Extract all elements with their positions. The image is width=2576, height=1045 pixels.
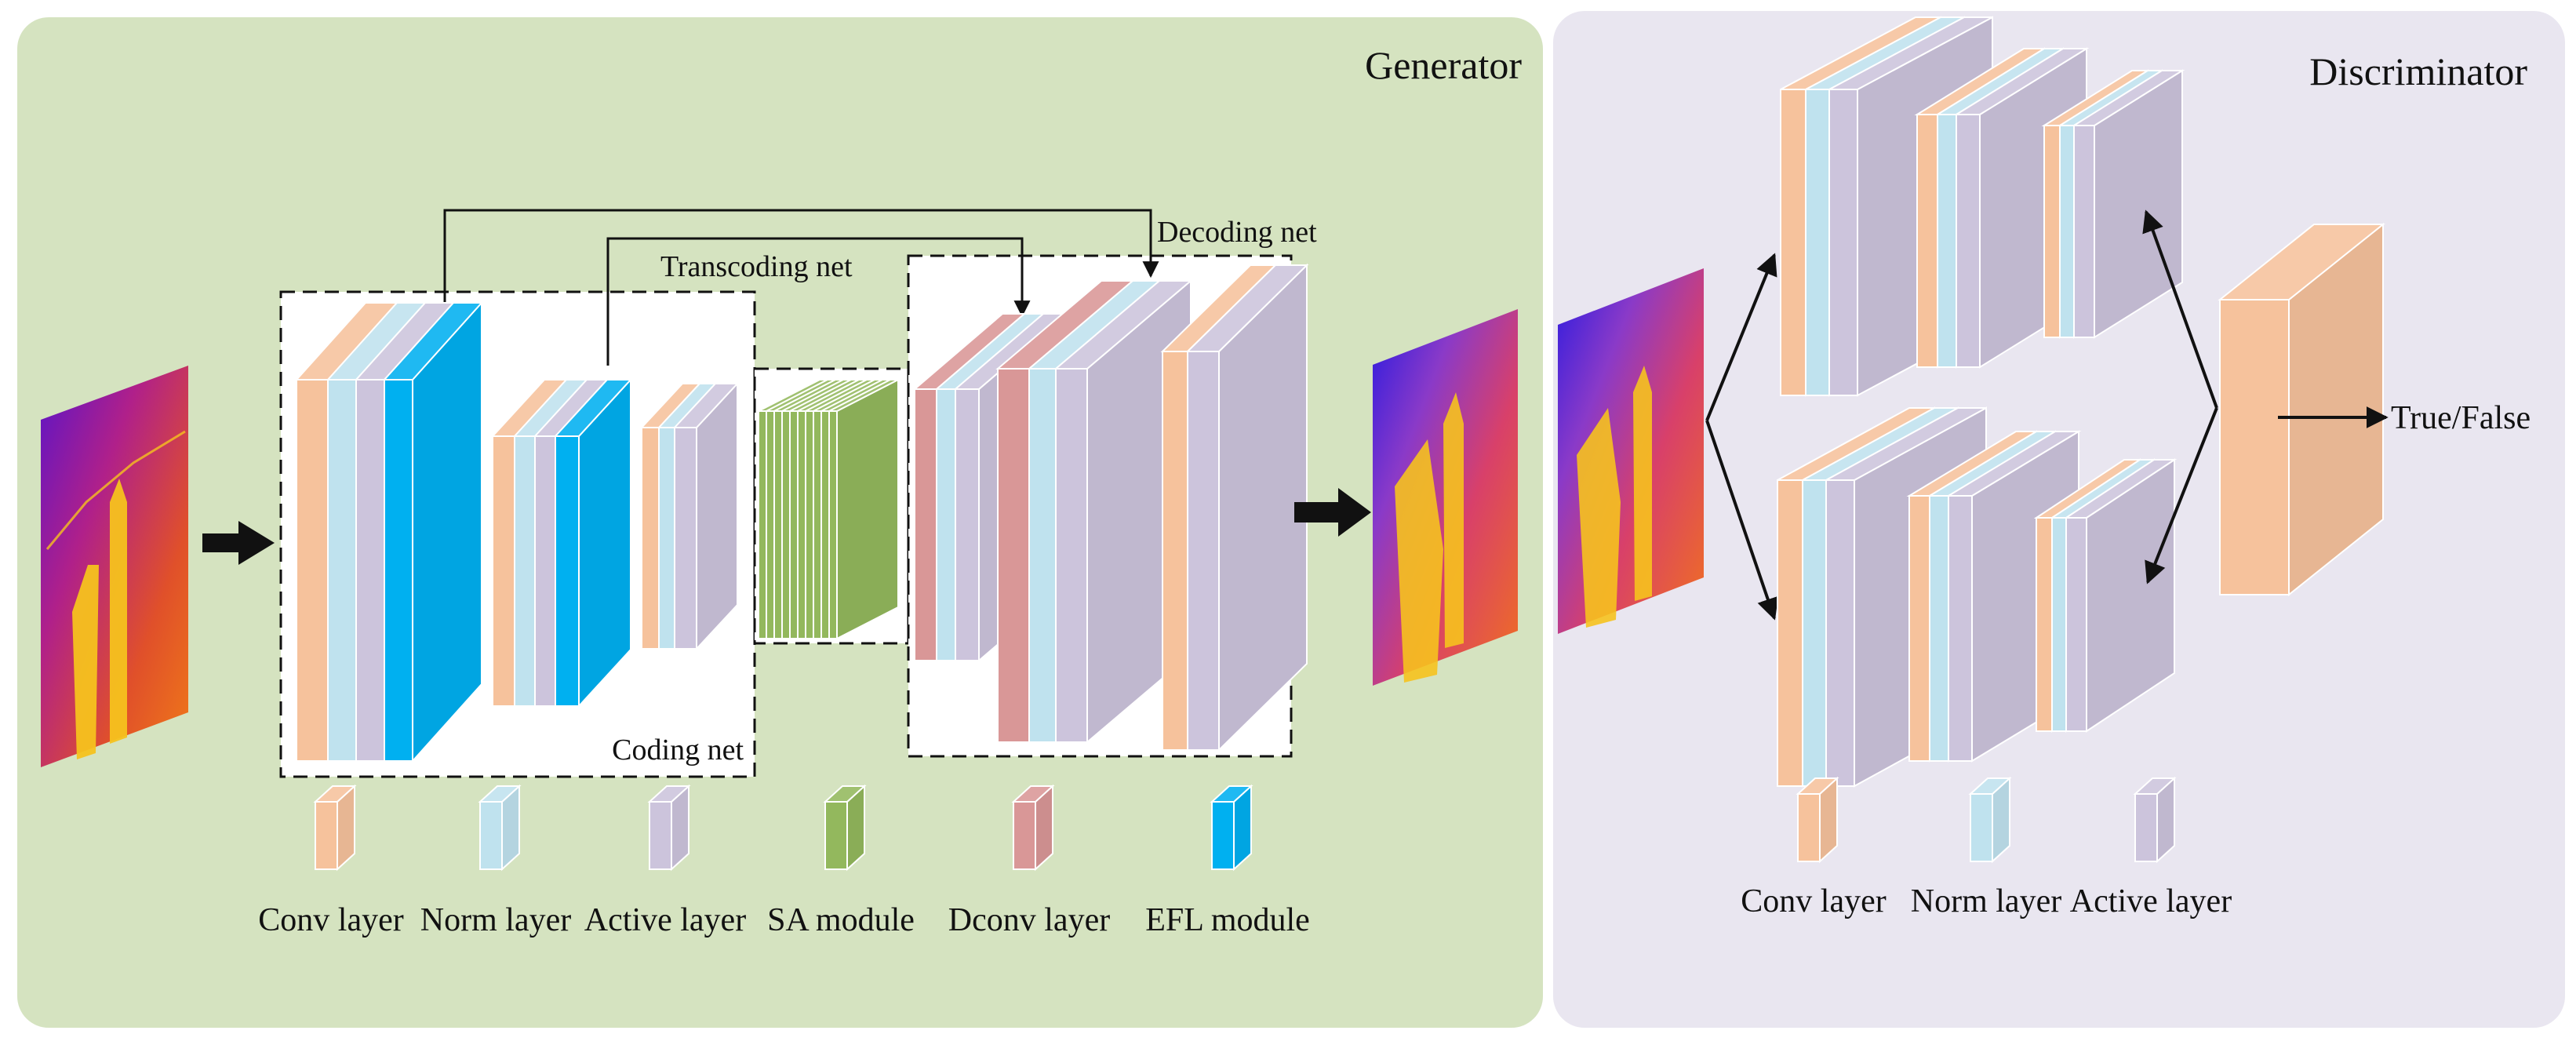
generator-legend-swatch-sa [823, 784, 867, 872]
generator-legend: Conv layer Norm layer Active layer SA modul… [258, 784, 1310, 938]
discriminator-legend-label-norm: Norm layer [1911, 883, 2061, 919]
coding-net-label: Coding net [612, 734, 744, 766]
discriminator-legend-label-conv: Conv layer [1741, 883, 1886, 919]
transcoding-net-label: Transcoding net [660, 250, 853, 283]
generator-legend-label-sa: SA module [767, 902, 915, 938]
coding-block-1 [294, 300, 484, 763]
sa-module-stack-sa-slab-9 [828, 378, 899, 640]
coding-block-2-efl-slab-3 [553, 377, 633, 708]
generator-layers [294, 263, 1309, 763]
generator-legend-swatch-active [647, 784, 691, 872]
skip-connection-inner [606, 237, 1031, 366]
generator-legend-label-active: Active layer [584, 902, 746, 938]
discriminator-legend-label-active: Active layer [2070, 883, 2232, 919]
coding-block-3 [639, 381, 740, 651]
discriminator-input-image [1558, 268, 1704, 634]
generator-legend-label-conv: Conv layer [258, 902, 403, 938]
disc-final-conv-conv-slab-0 [2218, 222, 2385, 597]
generator-title: Generator [1365, 43, 1522, 87]
input-thermal-image [41, 366, 188, 767]
decoding-net-label: Decoding net [1157, 216, 1317, 249]
discriminator-legend-swatch-active [2133, 776, 2177, 864]
generator-legend-label-efl: EFL module [1145, 902, 1310, 938]
disc-final-conv [2218, 222, 2385, 597]
generator-legend-label-norm: Norm layer [420, 902, 571, 938]
decoding-block-3 [1160, 263, 1309, 752]
decoding-block-3-active-slab-1 [1185, 263, 1309, 752]
skip-connection-outer [443, 209, 1159, 304]
sa-module-stack [758, 378, 899, 640]
coding-block-2 [490, 377, 633, 708]
generator-output-arrow [1294, 488, 1371, 537]
discriminator-layers [1777, 16, 2385, 788]
disc-top-block-3 [2041, 69, 2185, 339]
generator-legend-swatch-dconv [1011, 784, 1055, 872]
generator-legend-swatch-efl [1210, 784, 1253, 872]
discriminator-legend-swatch-conv [1796, 776, 1839, 864]
disc-top-block-3-active-slab-2 [2071, 69, 2185, 339]
disc-bottom-block-3 [2033, 458, 2178, 733]
true-false-label: True/False [2391, 400, 2531, 436]
discriminator-merge-arrows [2142, 209, 2218, 584]
disc-top-block-2 [1914, 47, 2090, 369]
generator-legend-swatch-conv [313, 784, 357, 872]
discriminator-fork-arrows [1705, 253, 1779, 621]
generator-legend-label-dconv: Dconv layer [948, 902, 1110, 938]
generated-thermal-image [1373, 309, 1518, 686]
coding-block-1-efl-slab-3 [382, 300, 484, 763]
coding-block-3-active-slab-2 [672, 381, 740, 651]
input-arrow [202, 521, 275, 565]
discriminator-title: Discriminator [2309, 49, 2527, 93]
discriminator-legend-swatch-norm [1968, 776, 2012, 864]
decoding-block-2 [995, 279, 1193, 745]
generator-legend-swatch-norm [478, 784, 522, 872]
disc-bottom-block-3-active-slab-2 [2063, 458, 2178, 733]
